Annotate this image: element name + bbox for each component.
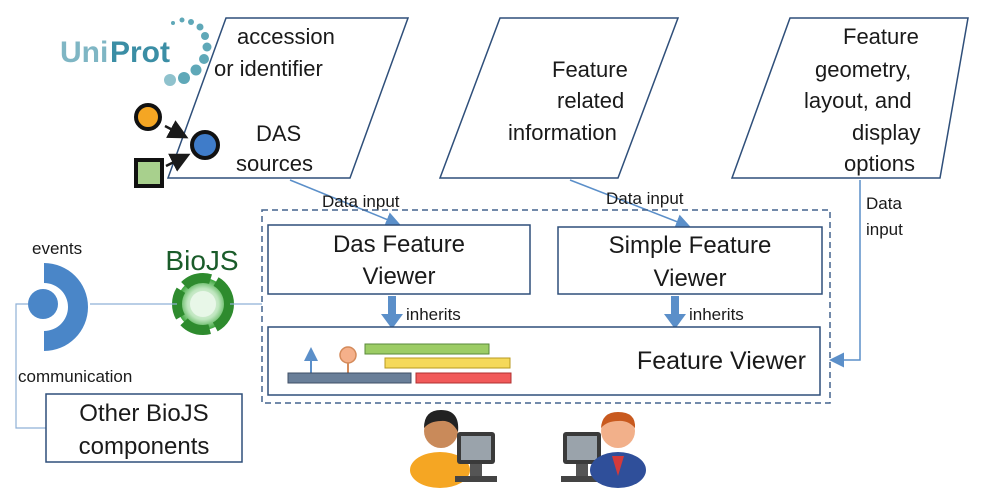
other-components-text-2: components [79,433,210,460]
circle-marker-icon [339,346,357,364]
das-feature-viewer-box [267,224,531,295]
feature-tracks-illustration [287,343,512,384]
track-green [364,343,490,355]
track-slate [287,372,412,384]
other-components-box [45,393,243,463]
das-source-circle-icon [134,103,162,131]
geometry-input-shape [730,17,969,179]
das-feature-viewer-text-2: Viewer [363,263,436,290]
feature-viewer-container [261,209,831,404]
das-sources-text-1: DAS [256,121,301,146]
uniprot-uni-text: Uni [60,36,108,69]
track-yellow [384,357,511,369]
biojs-label: BioJS [165,245,238,276]
communication-label: communication [18,367,132,386]
triangle-marker-icon [304,347,318,361]
feature-viewer-title: Feature Viewer [637,347,806,375]
user-male-at-computer-icon [561,412,646,488]
accession-text-2: or identifier [214,56,323,81]
feature-info-text-3: information [508,120,617,145]
geometry-text-1: Feature [843,24,919,49]
event-socket-icon [28,263,88,351]
feature-info-text-1: Feature [552,57,628,82]
das-sources-text-2: sources [236,151,313,176]
simple-feature-viewer-text-1: Simple Feature [609,232,772,259]
accession-text-1: accession [237,24,335,49]
data-input-label-3b: input [866,220,903,239]
simple-feature-viewer-text-2: Viewer [654,265,727,292]
data-input-label-3a: Data [866,194,902,213]
data-input-arrow-3 [829,180,861,368]
communication-connector [15,303,46,429]
feature-viewer-box [267,326,821,396]
feature-info-input-shape [438,17,680,179]
data-input-arrow-1 [289,179,401,227]
feature-info-text-2: related [557,88,624,113]
geometry-text-4: display [852,120,920,145]
events-label: events [32,239,82,258]
geometry-text-3: layout, and [804,88,912,113]
inherits-label-2: inherits [689,305,744,324]
das-feature-viewer-text-1: Das Feature [333,231,465,258]
data-input-label-2: Data input [606,189,684,208]
data-input-arrow-2 [569,179,691,229]
other-components-text-1: Other BioJS [79,400,208,427]
simple-feature-viewer-box [557,226,823,295]
user-female-at-computer-icon [410,410,497,488]
track-red [415,372,512,384]
geometry-text-5: options [844,151,915,176]
das-target-circle-icon [190,130,220,160]
inherits-arrow-1 [381,296,403,329]
data-input-label-1: Data input [322,192,400,211]
inherits-label-1: inherits [406,305,461,324]
biojs-logo-icon [172,273,234,335]
inherits-arrow-2 [664,296,686,329]
geometry-text-2: geometry, [815,57,911,82]
uniprot-prot-text: Prot [110,36,170,69]
das-source-square-icon [134,158,164,188]
uniprot-logo: Uni Prot [60,17,212,86]
uniprot-dots-icon [164,17,212,86]
